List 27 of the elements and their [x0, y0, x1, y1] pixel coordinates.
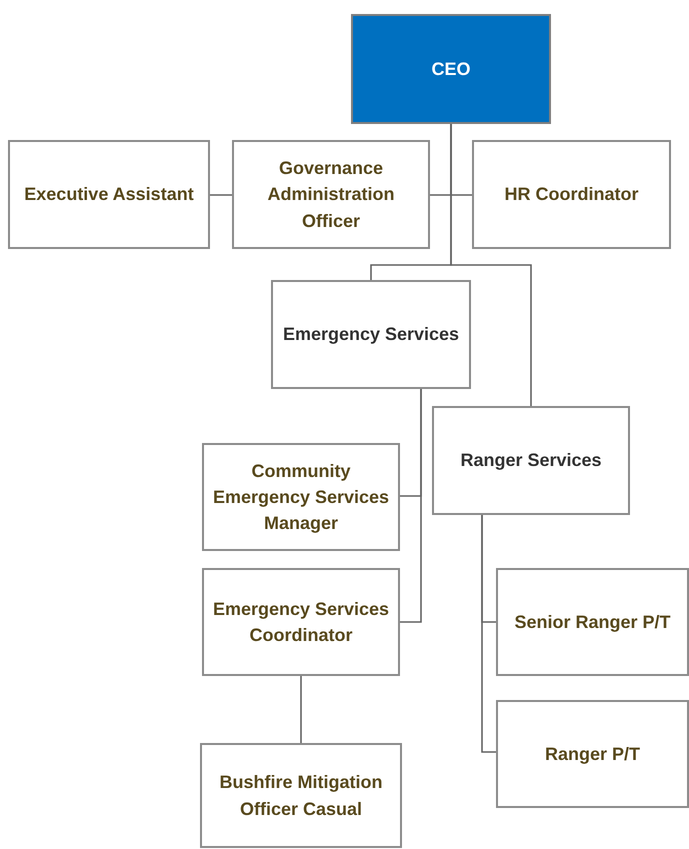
- position-box: [496, 568, 689, 676]
- position-title: Bushfire Mitigation Officer Casual: [218, 771, 384, 820]
- connector-line: [481, 515, 496, 753]
- position-title: CEO: [431, 58, 470, 81]
- position-title: Governance Administration Officer: [266, 157, 396, 233]
- position-title: Ranger P/T: [544, 742, 640, 766]
- position-title: Emergency Services: [282, 323, 460, 346]
- department-box: [271, 280, 471, 389]
- connector-line: [210, 194, 232, 196]
- position-box: [200, 743, 402, 848]
- position-box: [202, 568, 400, 676]
- position-box: [202, 443, 400, 551]
- position-title: Ranger Services: [460, 449, 602, 472]
- position-title: Executive Assistant: [24, 183, 194, 206]
- department-box: [432, 406, 630, 515]
- position-title: Community Emergency Services Manager: [212, 460, 390, 536]
- connector-line: [300, 676, 302, 743]
- executive-box: [351, 14, 551, 124]
- connector-line: [450, 124, 532, 406]
- position-box: [8, 140, 210, 249]
- position-title: Emergency Services Coordinator: [212, 598, 390, 647]
- position-box: [472, 140, 671, 249]
- position-title: HR Coordinator: [504, 183, 638, 206]
- position-title: Senior Ranger P/T: [514, 610, 671, 634]
- connector-line: [400, 389, 422, 623]
- position-box: [232, 140, 430, 249]
- position-box: [496, 700, 689, 808]
